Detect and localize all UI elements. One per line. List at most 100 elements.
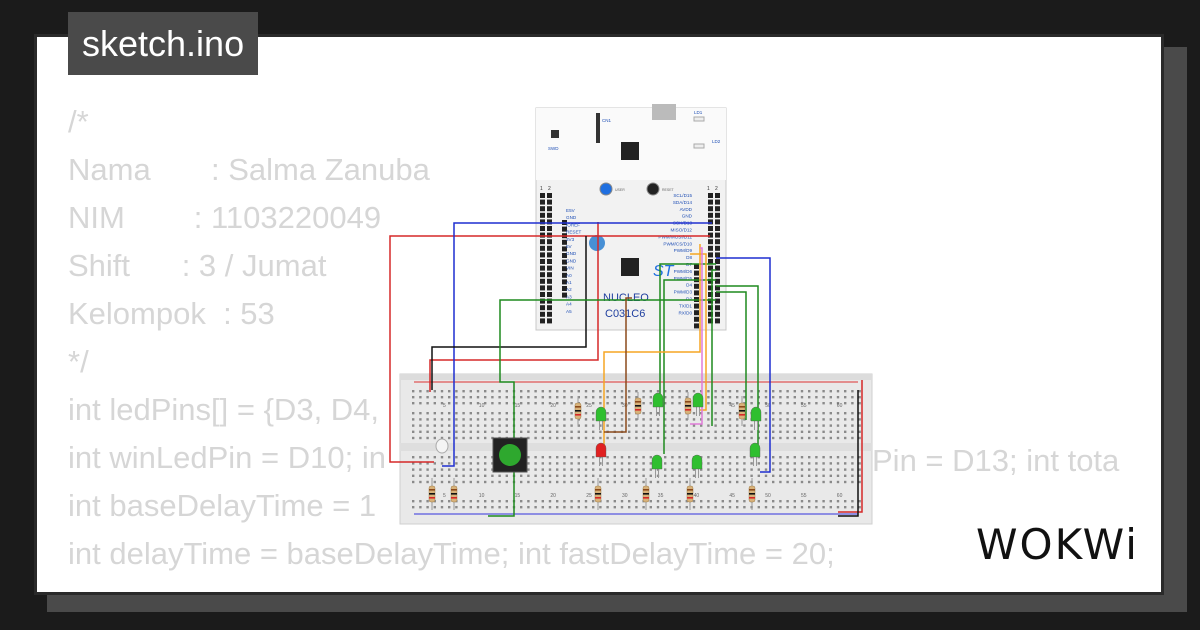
- wokwi-logo: WOKWi: [976, 520, 1139, 569]
- mcu-chip: [621, 258, 639, 276]
- code-line: Kelompok : 53: [68, 296, 275, 331]
- column-number: 30: [622, 493, 628, 499]
- pin-label: D8: [686, 255, 692, 260]
- wire-green: [716, 285, 759, 452]
- resistor[interactable]: [634, 392, 642, 420]
- chip-label: CN1: [602, 118, 611, 123]
- resistor[interactable]: [574, 396, 582, 426]
- pin-label: SCL/D15: [673, 193, 692, 198]
- pin-label: SDA/D14: [673, 200, 693, 205]
- led-red[interactable]: [595, 442, 607, 466]
- led-green[interactable]: [692, 392, 704, 416]
- pin-label: MISO/D12: [671, 228, 693, 233]
- pin-label: E5V: [566, 208, 576, 213]
- pin-label: 3V3: [566, 237, 575, 242]
- wire-green: [659, 263, 716, 404]
- chip-label: SWD: [548, 146, 559, 151]
- code-line: /*: [68, 104, 89, 139]
- resistor[interactable]: [684, 392, 692, 420]
- wire-pink: [690, 247, 703, 425]
- rgb-led[interactable]: [435, 438, 449, 454]
- pin-label: PWM/D3: [674, 290, 693, 295]
- push-button[interactable]: [492, 437, 528, 473]
- column-number: 15: [515, 493, 521, 499]
- reset-button[interactable]: [646, 182, 660, 196]
- column-number: 50: [765, 493, 771, 499]
- pin-label: PWM/CS/D10: [663, 241, 692, 246]
- breadboard[interactable]: 5510101515202025253030353540404545505055…: [399, 373, 873, 525]
- column-number: 55: [801, 493, 807, 499]
- led-green[interactable]: [595, 406, 607, 430]
- led-green[interactable]: [651, 454, 663, 478]
- usb-connector: [652, 104, 676, 120]
- led-green[interactable]: [750, 406, 762, 430]
- pin-label: D4: [686, 283, 692, 288]
- code-line: NIM : 1103220049: [68, 200, 382, 235]
- board-logo-icon: [589, 235, 605, 251]
- resistor[interactable]: [594, 478, 602, 510]
- pin-label: A2: [566, 287, 572, 292]
- pin-label: PWM/D6: [674, 269, 693, 274]
- column-number: 5: [443, 403, 446, 409]
- stlink-chip: [621, 142, 639, 160]
- pin-label: AVDD: [680, 207, 693, 212]
- wire-red: [838, 380, 863, 513]
- column-number: 15: [515, 403, 521, 409]
- board-model: C031C6: [605, 308, 645, 320]
- wire-orange: [603, 244, 701, 456]
- wire-green: [716, 291, 747, 420]
- wire-green: [711, 269, 716, 426]
- header-number: 2: [548, 186, 551, 192]
- led-green[interactable]: [691, 454, 703, 478]
- components: [428, 392, 762, 510]
- wire-blue: [442, 222, 712, 467]
- code-line: Shift : 3 / Jumat: [68, 248, 327, 283]
- file-tab-title[interactable]: sketch.ino: [68, 12, 259, 75]
- pin-label: D2: [686, 297, 692, 302]
- column-number: 50: [765, 403, 771, 409]
- resistor[interactable]: [428, 478, 436, 510]
- wire-black: [838, 390, 859, 517]
- pin-label: A4: [566, 302, 572, 307]
- wire-orange: [690, 253, 707, 411]
- code-line: */: [68, 344, 89, 379]
- pin-label: GND: [682, 214, 693, 219]
- user-button[interactable]: [599, 182, 613, 196]
- column-number: 55: [801, 403, 807, 409]
- code-line: Nama : Salma Zanuba: [68, 152, 430, 187]
- code-editor: /* Nama : Salma Zanuba NIM : 1103220049 …: [68, 98, 1168, 578]
- st-logo-icon: ST: [653, 263, 675, 280]
- pin-label: GND: [566, 251, 577, 256]
- column-number: 25: [586, 403, 592, 409]
- resistor[interactable]: [748, 478, 756, 510]
- pin-label: GND: [566, 258, 577, 263]
- column-number: 10: [479, 493, 485, 499]
- pin-label: GND: [566, 215, 577, 220]
- led-green[interactable]: [749, 442, 761, 466]
- pin-label: A0: [566, 273, 572, 278]
- pin-label: A5: [566, 309, 572, 314]
- led-green[interactable]: [652, 392, 664, 416]
- column-number: 45: [729, 493, 735, 499]
- resistor[interactable]: [738, 396, 746, 426]
- resistor[interactable]: [450, 478, 458, 510]
- pin-label: TX/D1: [679, 303, 692, 308]
- code-line: int winLedPin = D10; in: [68, 440, 386, 475]
- resistor[interactable]: [686, 478, 694, 510]
- wire-green: [663, 279, 716, 454]
- pin-label: RESET: [566, 230, 582, 235]
- pin-label: PWM/MOSI/D11: [658, 234, 692, 239]
- column-number: 25: [586, 493, 592, 499]
- column-number: 20: [550, 403, 556, 409]
- pin-label: IOREF: [566, 222, 580, 227]
- pin-label: VIN: [566, 266, 574, 271]
- column-number: 60: [837, 403, 843, 409]
- code-line: int delayTime = baseDelayTime; int fastD…: [68, 536, 835, 571]
- pin-label: A3: [566, 294, 572, 299]
- header-number: 1: [540, 186, 543, 192]
- resistor[interactable]: [642, 478, 650, 510]
- column-number: 45: [729, 403, 735, 409]
- wire-green: [488, 299, 716, 517]
